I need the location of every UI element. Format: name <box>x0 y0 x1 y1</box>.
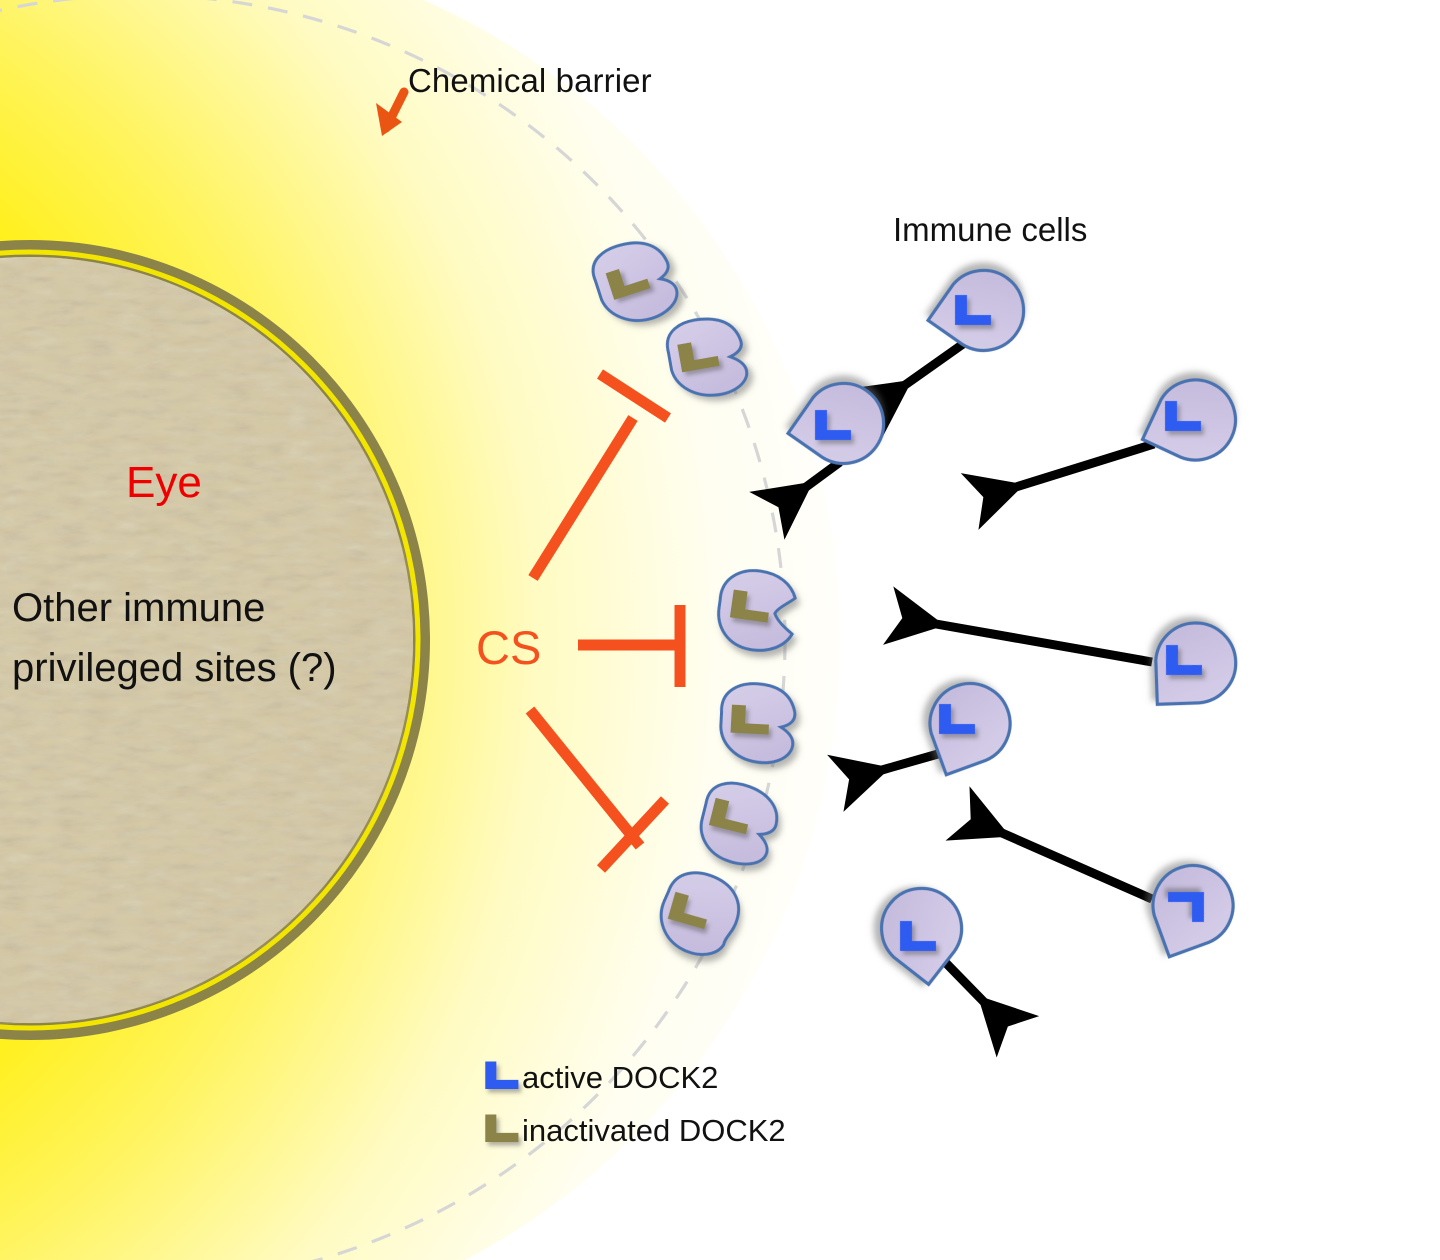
migration-arrow <box>941 958 1040 1058</box>
inhibition-arrows <box>525 369 686 873</box>
other-privileged-sites-label-line1: Other immune <box>12 586 266 630</box>
barrier-cell <box>699 781 779 866</box>
migration-arrow <box>882 586 1153 667</box>
immune-cells-label: Immune cells <box>893 211 1088 248</box>
barrier-cell <box>717 569 797 652</box>
barrier-cell <box>719 682 797 765</box>
legend-active-dock2-label: active DOCK2 <box>522 1060 719 1095</box>
legend <box>485 1061 519 1143</box>
immune-cell <box>925 268 1026 353</box>
migration-arrow <box>960 439 1156 530</box>
immune-cell <box>1140 378 1238 462</box>
migration-arrow <box>848 340 966 438</box>
immune-cells <box>785 268 1238 987</box>
barrier-cell <box>665 317 749 397</box>
immune-cell <box>785 381 886 466</box>
immune-cell <box>928 681 1012 777</box>
immune-cell <box>1154 621 1238 706</box>
eye-label: Eye <box>126 458 202 507</box>
inhibition-arrow-lower <box>525 706 670 873</box>
immune-cell <box>1151 863 1235 959</box>
inhibition-arrow-upper <box>528 369 671 581</box>
chemical-barrier-label: Chemical barrier <box>408 62 652 99</box>
legend-inactivated-dock2-label: inactivated DOCK2 <box>522 1113 786 1148</box>
chemical-barrier-pointer-arrow <box>376 87 409 136</box>
eye-sphere <box>0 240 430 1040</box>
barrier-cell <box>591 241 679 322</box>
inhibition-arrow-middle <box>578 605 686 687</box>
migration-arrow <box>945 786 1154 904</box>
legend-inactivated-dock2-icon <box>485 1114 519 1143</box>
barrier-cell <box>659 871 741 956</box>
migration-arrows <box>749 340 1156 1058</box>
legend-active-dock2-icon <box>485 1061 519 1090</box>
immune-cell <box>879 886 964 987</box>
migration-arrow <box>827 749 940 812</box>
migration-arrow <box>749 458 843 540</box>
barrier-cells <box>591 241 797 956</box>
other-privileged-sites-label-line2: privileged sites (?) <box>12 646 337 690</box>
cs-label: CS <box>476 621 542 674</box>
